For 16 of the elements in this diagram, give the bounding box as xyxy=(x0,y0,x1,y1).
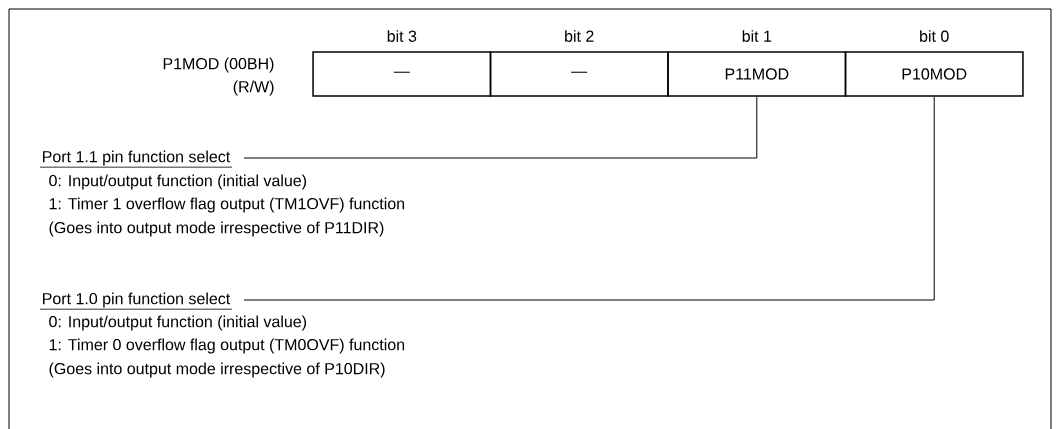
description-text: (Goes into output mode irrespective of P10DIR) xyxy=(49,362,385,378)
register-cell: — xyxy=(312,51,492,97)
description-text: 1: Timer 1 overflow flag output (TM1OVF) function xyxy=(49,197,405,213)
register-cell: — xyxy=(489,51,669,97)
description-text: 1: Timer 0 overflow flag output (TM0OVF) function xyxy=(49,338,405,354)
description-text: 0: Input/output function (initial value) xyxy=(49,315,307,331)
underlined-heading: Port 1.0 pin function select xyxy=(39,292,233,310)
register-name: P1MOD (00BH) xyxy=(163,57,274,73)
description-text: 0: Input/output function (initial value) xyxy=(49,174,307,190)
leader-line xyxy=(243,96,758,159)
register-name: (R/W) xyxy=(233,80,274,96)
leader-line xyxy=(243,96,935,301)
register-cell: P10MOD xyxy=(844,51,1024,97)
description-text: (Goes into output mode irrespective of P11DIR) xyxy=(49,221,384,237)
underlined-heading: Port 1.1 pin function select xyxy=(39,150,233,168)
register-cell: P11MOD xyxy=(667,51,847,97)
